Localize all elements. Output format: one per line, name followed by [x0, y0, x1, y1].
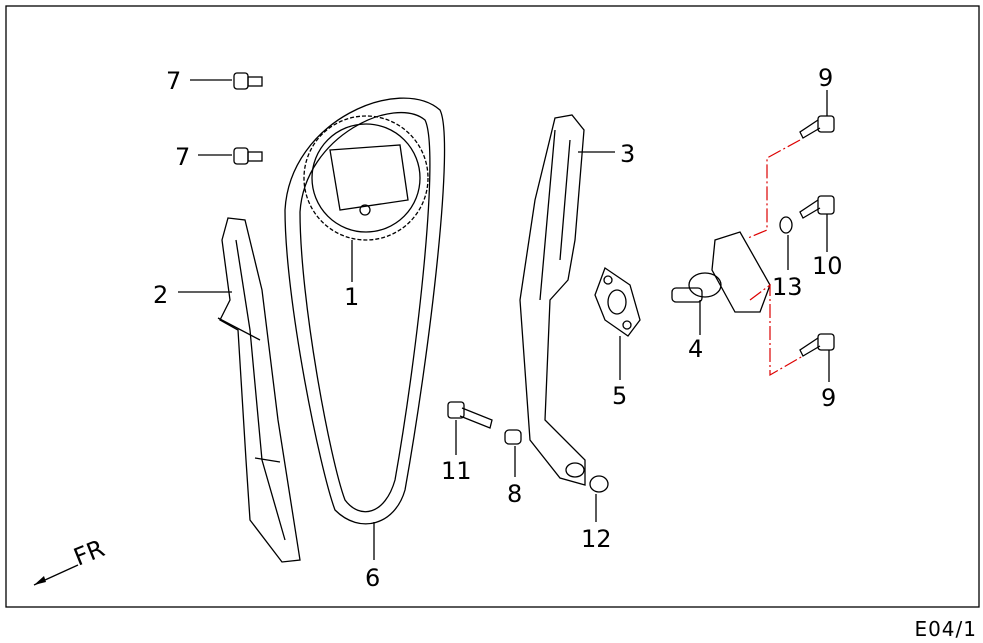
- bolt-11[interactable]: [447, 401, 493, 429]
- page-code: E04/1: [914, 617, 977, 641]
- callout-7[interactable]: 7: [175, 143, 190, 171]
- collar-8[interactable]: [504, 429, 522, 445]
- callout-12[interactable]: 12: [581, 525, 612, 553]
- bolt-9-lower[interactable]: [799, 333, 835, 357]
- bolt-7-lower[interactable]: [233, 147, 263, 165]
- callout-4[interactable]: 4: [688, 335, 703, 363]
- front-direction-indicator: FR: [33, 534, 109, 586]
- callout-1[interactable]: 1: [344, 283, 359, 311]
- callout-6[interactable]: 6: [365, 564, 380, 592]
- washer-12[interactable]: [589, 475, 609, 493]
- callout-8[interactable]: 8: [507, 480, 522, 508]
- callout-3[interactable]: 3: [620, 140, 635, 168]
- callout-7[interactable]: 7: [166, 67, 181, 95]
- leader-lines: [178, 79, 830, 560]
- bolt-10[interactable]: [799, 195, 835, 219]
- leader-dashed-upper: [747, 139, 801, 239]
- callout-5[interactable]: 5: [612, 382, 627, 410]
- bolt-7-upper[interactable]: [233, 72, 263, 90]
- gasket-5[interactable]: [594, 266, 641, 337]
- leader-dashed-lower: [749, 283, 804, 377]
- timing-chain-6[interactable]: [284, 97, 446, 525]
- callout-2[interactable]: 2: [153, 281, 168, 309]
- callout-9[interactable]: 9: [821, 384, 836, 412]
- callout-10[interactable]: 10: [812, 252, 843, 280]
- chain-tensioner-4[interactable]: [671, 231, 771, 313]
- callout-11[interactable]: 11: [441, 457, 472, 485]
- cam-sprocket-1[interactable]: [303, 115, 429, 241]
- bolt-9-upper[interactable]: [799, 115, 835, 139]
- callout-9[interactable]: 9: [818, 64, 833, 92]
- chain-guide-2[interactable]: [217, 217, 301, 563]
- diagram-frame: [5, 5, 980, 608]
- washer-13[interactable]: [779, 216, 793, 234]
- callout-13[interactable]: 13: [772, 273, 803, 301]
- tensioner-arm-3[interactable]: [519, 114, 586, 486]
